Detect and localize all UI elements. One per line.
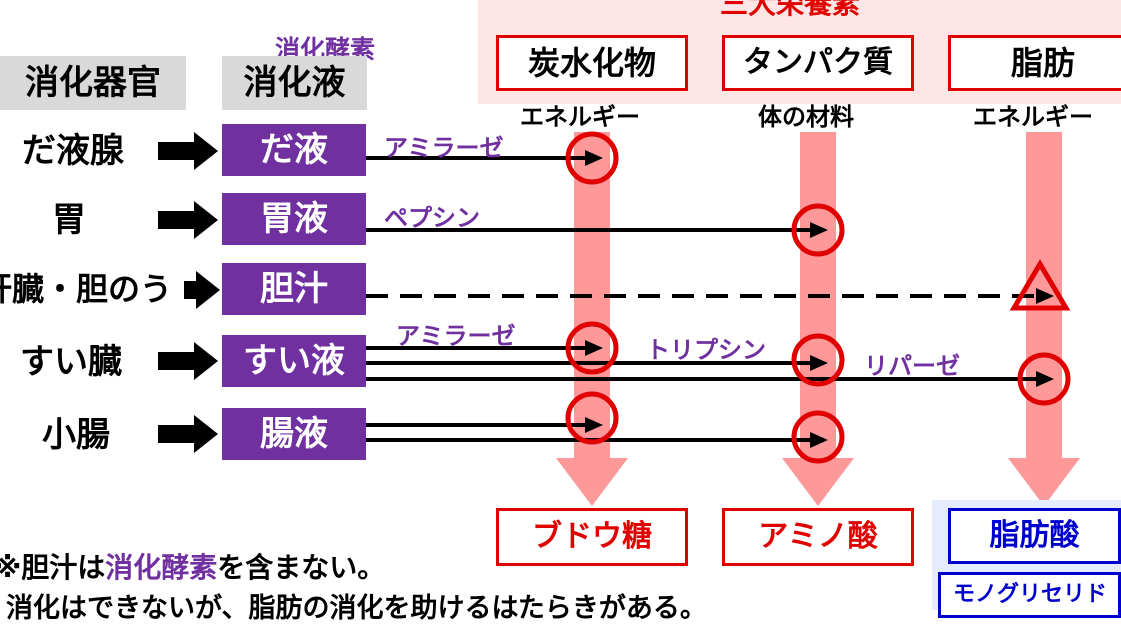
marker-protein-pancreas <box>791 333 845 387</box>
juice-box-intestinal: 腸液 <box>222 408 366 460</box>
marker-carb-intestine <box>565 391 619 445</box>
note-prefix: ※胆汁は <box>0 551 106 584</box>
organ-label-pancreas: すい臓 <box>20 342 122 382</box>
marker-protein-intestine <box>791 410 845 464</box>
triangle-marker-bile <box>1009 259 1071 311</box>
organ-arrow-1 <box>158 132 218 170</box>
enzyme-label-lipase: リパーゼ <box>864 352 960 380</box>
fat-band <box>1008 132 1080 506</box>
enzyme-label-trypsin: トリプシン <box>646 336 766 364</box>
juice-header: 消化液 <box>222 56 367 110</box>
protein-band <box>782 132 854 506</box>
organ-arrow-5 <box>158 415 218 453</box>
organ-header: 消化器官 <box>0 56 186 110</box>
marker-fat-pancreas <box>1017 352 1071 406</box>
nutrient-role-protein: 体の材料 <box>758 103 854 131</box>
enzyme-label-pepsin: ペプシン <box>384 204 480 232</box>
juice-box-saliva: だ液 <box>222 124 366 176</box>
note-suffix: を含まない。 <box>217 551 386 584</box>
carb-band <box>556 132 628 506</box>
note-line-2: 消化はできないが、脂肪の消化を助けるはたらきがある。 <box>6 593 707 624</box>
nutrient-box-fat: 脂肪 <box>948 35 1121 91</box>
organ-label-liver: 肝臓・胆のう <box>0 270 173 308</box>
nutrient-box-protein: タンパク質 <box>722 35 914 91</box>
organ-label-stomach: 胃 <box>52 200 86 240</box>
marker-protein-pepsin <box>791 203 845 257</box>
juice-box-bile: 胆汁 <box>222 263 366 315</box>
arrow-heads <box>585 150 1054 448</box>
marker-carb-pancreas <box>565 321 619 375</box>
nutrient-box-carb: 炭水化物 <box>496 35 688 91</box>
marker-carb-saliva <box>565 131 619 185</box>
organ-label-small-intestine: 小腸 <box>42 415 110 455</box>
nutrient-role-carb: エネルギー <box>520 103 640 131</box>
organ-arrows <box>158 132 220 453</box>
product-amino-acid: アミノ酸 <box>722 508 914 566</box>
product-monoglyceride: モノグリセリド <box>938 572 1121 618</box>
product-glucose: ブドウ糖 <box>496 508 688 566</box>
note-highlight: 消化酵素 <box>105 551 218 584</box>
organ-label-salivary: だ液腺 <box>22 131 124 171</box>
organ-arrow-2 <box>158 201 218 239</box>
enzyme-label-saliva-amylase: アミラーゼ <box>384 134 504 162</box>
nutrients-title: 三大栄養素 <box>720 0 861 20</box>
nutrient-role-fat: エネルギー <box>973 103 1093 131</box>
organ-arrow-4 <box>158 342 218 380</box>
enzyme-label-pancreas-amylase: アミラーゼ <box>396 322 516 350</box>
product-fatty-acid: 脂肪酸 <box>948 508 1121 564</box>
diagram-canvas <box>158 131 1080 506</box>
juice-box-gastric: 胃液 <box>222 193 366 245</box>
organ-arrow-3 <box>184 271 220 309</box>
juice-box-pancreatic: すい液 <box>222 335 366 387</box>
note-line-1: ※胆汁は消化酵素を含まない。 <box>0 546 385 586</box>
